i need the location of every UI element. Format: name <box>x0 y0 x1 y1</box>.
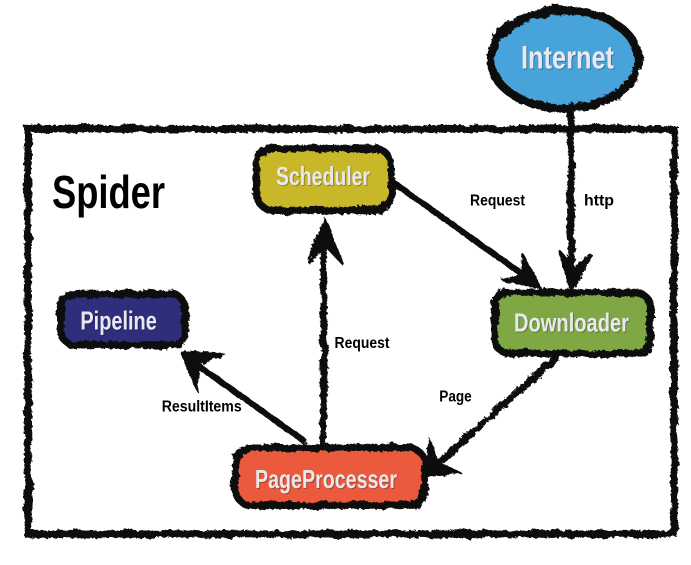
svg-text:Internet: Internet <box>522 41 615 77</box>
svg-text:Internet: Internet <box>521 40 614 76</box>
svg-text:Scheduler: Scheduler <box>277 162 371 192</box>
svg-text:Downloader: Downloader <box>514 308 629 338</box>
svg-text:ResultItems: ResultItems <box>162 399 242 416</box>
svg-text:PageProcesser: PageProcesser <box>256 465 398 495</box>
svg-text:PageProcesser: PageProcesser <box>255 464 397 494</box>
svg-text:Page: Page <box>439 389 472 406</box>
svg-text:Request: Request <box>470 193 526 210</box>
svg-text:Downloader: Downloader <box>515 309 630 339</box>
svg-text:Spider: Spider <box>52 166 165 218</box>
svg-text:Pipeline: Pipeline <box>80 306 157 336</box>
svg-text:http: http <box>584 193 614 210</box>
svg-text:Request: Request <box>335 335 391 352</box>
svg-text:Pipeline: Pipeline <box>81 307 158 337</box>
svg-text:Scheduler: Scheduler <box>276 161 370 191</box>
